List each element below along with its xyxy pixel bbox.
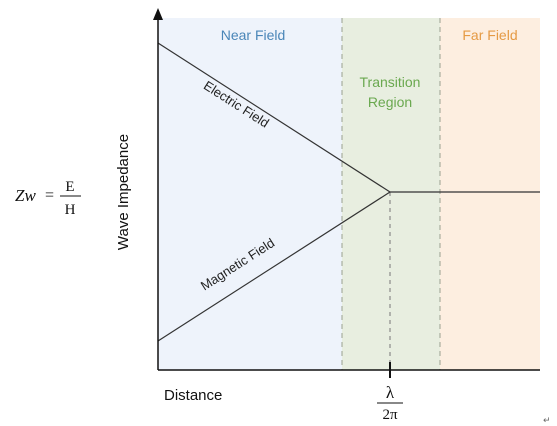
x-axis-label: Distance [164, 387, 222, 404]
formula-lhs: Zw [15, 186, 36, 205]
transition-label-line1: Transition [360, 74, 421, 90]
far-field-region [440, 18, 540, 370]
near-field-label: Near Field [221, 27, 286, 43]
transition-label-line2: Region [368, 94, 412, 110]
near-field-region [158, 18, 342, 370]
electric-field-line [157, 42, 391, 193]
formula-denominator: H [65, 202, 76, 218]
y-axis-arrowhead [153, 8, 163, 20]
tick-label-numerator: λ [386, 383, 395, 402]
formula-numerator: E [65, 179, 74, 195]
far-field-label: Far Field [462, 27, 517, 43]
formula-equals: = [45, 187, 54, 204]
y-axis-label: Wave Impedance [115, 134, 132, 250]
transition-region [342, 18, 440, 370]
return-mark-icon: ↵ [543, 415, 551, 425]
tick-label-denominator: 2π [382, 407, 398, 423]
magnetic-field-line [157, 191, 391, 342]
